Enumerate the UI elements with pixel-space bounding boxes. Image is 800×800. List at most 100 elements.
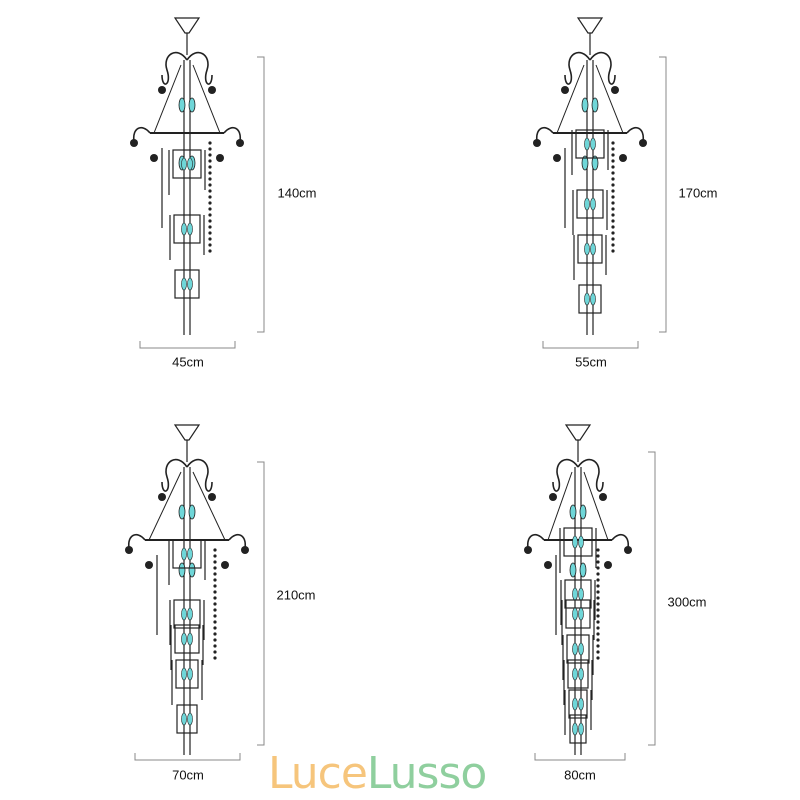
candle-3 (181, 712, 187, 726)
bead-chain-4 (596, 596, 600, 600)
candle-3 (188, 562, 196, 578)
bead-chain-2 (611, 249, 615, 253)
bead-chain-3 (213, 614, 217, 618)
candle-4 (578, 535, 584, 549)
bead-chain-2 (611, 207, 615, 211)
crystal-drop-1 (208, 86, 216, 94)
candle-2 (590, 137, 596, 151)
bead-chain-1 (208, 165, 212, 169)
upper-arm-right-1 (186, 51, 213, 85)
crystal-drop-3 (221, 561, 229, 569)
bead-chain-4 (596, 608, 600, 612)
tier-cage-4 (565, 599, 591, 629)
bead-chain-2 (611, 147, 615, 151)
width-label-2: 55cm (575, 354, 607, 370)
candle-2 (590, 197, 596, 211)
cage-frame-1 (153, 64, 221, 134)
cage-frame-3 (148, 471, 226, 541)
bead-chain-1 (208, 189, 212, 193)
candle-1 (187, 222, 193, 236)
tier-cage-1 (174, 269, 200, 299)
tier-cage-3 (173, 599, 201, 629)
side-arm-right-4 (611, 533, 630, 549)
bead-chain-4 (596, 566, 600, 570)
width-dimension-line-1 (139, 341, 236, 349)
candle-4 (569, 504, 577, 520)
candle-2 (591, 97, 599, 113)
candle-3 (187, 547, 193, 561)
tier-cage-4 (567, 659, 589, 689)
crystal-drop-3 (241, 546, 249, 554)
candle-4 (572, 642, 578, 656)
tier-cage-2 (577, 234, 603, 264)
crystal-drop-4 (544, 561, 552, 569)
candle-3 (187, 667, 193, 681)
width-label-3: 70cm (172, 767, 204, 783)
side-arm-right-3 (228, 533, 247, 549)
bead-chain-3 (213, 584, 217, 588)
candle-4 (572, 722, 578, 736)
bead-chain-3 (213, 560, 217, 564)
tier-cage-2 (578, 284, 602, 314)
candle-2 (584, 137, 590, 151)
bead-chain-1 (208, 243, 212, 247)
tier-cage-2 (575, 129, 605, 159)
tier-cage-3 (172, 539, 202, 569)
height-label-4: 300cm (667, 594, 707, 610)
side-arm-left-2 (535, 126, 554, 142)
candle-2 (584, 292, 590, 306)
bead-chain-1 (208, 159, 212, 163)
candle-4 (572, 607, 578, 621)
bead-chain-3 (213, 548, 217, 552)
logo-part-luce: Luce (268, 748, 368, 799)
upper-arm-left-4 (552, 458, 579, 492)
bead-chain-4 (596, 602, 600, 606)
bead-chain-4 (596, 650, 600, 654)
candle-4 (572, 667, 578, 681)
candle-4 (578, 587, 584, 601)
candle-4 (572, 587, 578, 601)
bead-chain-4 (596, 590, 600, 594)
bead-chain-4 (596, 560, 600, 564)
tier-cage-1 (173, 214, 201, 244)
side-arm-left-4 (526, 533, 545, 549)
height-label-2: 170cm (678, 185, 718, 201)
bead-chain-4 (596, 554, 600, 558)
bead-chain-1 (208, 237, 212, 241)
candle-4 (578, 722, 584, 736)
candle-1 (187, 277, 193, 291)
candle-1 (181, 157, 187, 171)
candle-4 (572, 535, 578, 549)
bead-chain-3 (213, 590, 217, 594)
bead-chain-3 (213, 578, 217, 582)
bead-chain-2 (611, 219, 615, 223)
bead-chain-3 (213, 572, 217, 576)
bead-chain-2 (611, 231, 615, 235)
crystal-drop-4 (524, 546, 532, 554)
canopy-2 (576, 17, 604, 34)
candle-4 (578, 607, 584, 621)
upper-arm-left-1 (161, 51, 188, 85)
crystal-drop-1 (216, 154, 224, 162)
bead-chain-1 (208, 201, 212, 205)
side-arm-right-2 (626, 126, 645, 142)
canopy-3 (173, 424, 201, 441)
height-dimension-line-4 (648, 451, 656, 746)
candle-2 (581, 155, 589, 171)
candle-4 (578, 667, 584, 681)
bead-chain-2 (611, 183, 615, 187)
bead-chain-2 (611, 159, 615, 163)
width-label-4: 80cm (564, 767, 596, 783)
candle-3 (187, 632, 193, 646)
bead-chain-4 (596, 572, 600, 576)
bead-chain-3 (213, 626, 217, 630)
candle-2 (584, 242, 590, 256)
candle-2 (591, 155, 599, 171)
candle-3 (187, 607, 193, 621)
bead-chain-2 (611, 195, 615, 199)
candle-1 (181, 222, 187, 236)
bead-chain-1 (208, 207, 212, 211)
crystal-drop-1 (130, 139, 138, 147)
crystal-drop-2 (619, 154, 627, 162)
bead-chain-3 (213, 608, 217, 612)
